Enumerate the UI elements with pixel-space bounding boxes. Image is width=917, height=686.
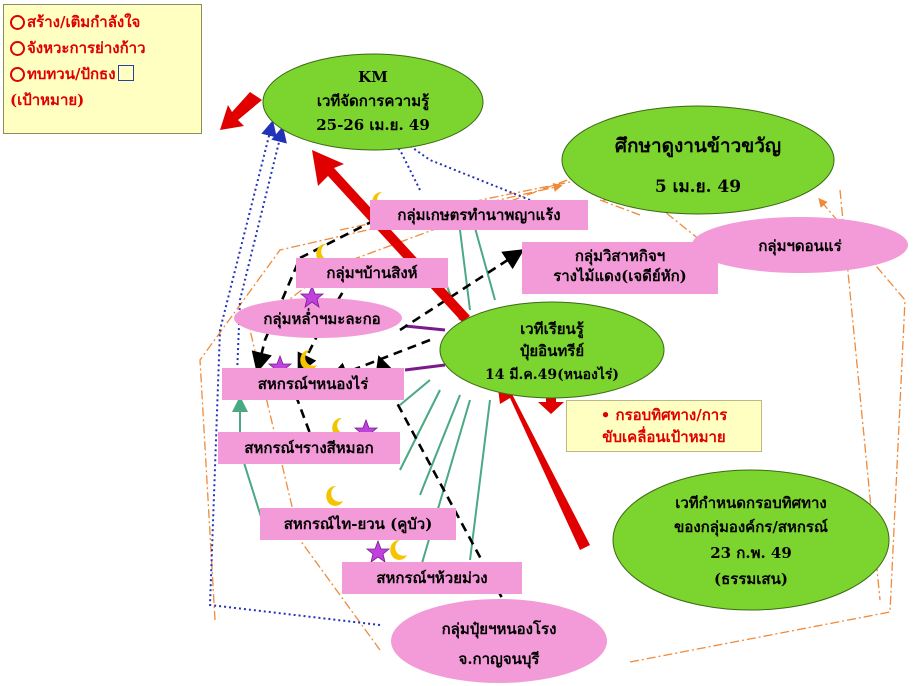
ellipse-nongrong-title: กลุ่มปุ๋ยฯหนองโรง	[442, 619, 557, 639]
ellipse-learning-title: เวทีเรียนรู้	[520, 320, 585, 339]
ellipse-km-date: 25-26 เม.ย. 49	[316, 116, 430, 134]
ellipse-study-date: 5 เม.ย. 49	[655, 177, 741, 197]
flag-icon	[117, 65, 134, 81]
legend-item-2: จังหวะการย่างก้าว	[10, 35, 195, 61]
legend-note: (เป้าหมาย)	[10, 91, 85, 109]
purple-lines	[404, 324, 446, 372]
box-kaset: กลุ่มเกษตรทำนาพญาแร้ง	[370, 200, 588, 230]
red-arrow-to-km	[312, 150, 470, 322]
ellipse-donrae: กลุ่มฯดอนแร่	[692, 217, 908, 273]
box-vitsahakit: กลุ่มวิสาหกิจฯ รางไม้แดง(เจดีย์หัก)	[522, 242, 718, 294]
green-lines	[232, 209, 496, 571]
ellipse-learning-date: 14 มี.ค.49(หนองไร่)	[485, 365, 619, 383]
moon-icon	[326, 485, 343, 506]
moon-icon	[390, 539, 407, 560]
smiley-icon	[10, 41, 25, 56]
box-vitsahakit-line1: กลุ่มวิสาหกิจฯ	[574, 247, 666, 265]
legend-box: สร้าง/เติมกำลังใจ จังหวะการย่างก้าว ทบทว…	[3, 4, 202, 134]
legend-item-label: จังหวะการย่างก้าว	[27, 39, 146, 57]
smiley-icon	[10, 15, 25, 30]
ellipse-direction-subtitle: ของกลุ่มองค์กร/สหกรณ์	[674, 518, 828, 537]
star-icon	[299, 284, 325, 308]
box-huaymuang: สหกรณ์ฯห้วยม่วง	[342, 562, 522, 594]
ellipse-learning: เวทีเรียนรู้ ปุ๋ยอินทรีย์ 14 มี.ค.49(หนอ…	[439, 301, 665, 399]
box-thaiyuan: สหกรณ์ไท-ยวน (คูบัว)	[260, 508, 456, 540]
ellipse-lahmakok: กลุ่มหล่ำฯมะละกอ	[234, 298, 402, 338]
ellipse-learning-subtitle: ปุ๋ยอินทรีย์	[520, 342, 584, 361]
ellipse-direction-date: 23 ก.พ. 49	[710, 544, 792, 562]
direction-note-text1: กรอบทิศทาง/การ	[615, 406, 728, 424]
moon-icon	[300, 349, 317, 370]
legend-item-3: ทบทวน/ปักธง	[10, 61, 195, 87]
star-icon	[365, 539, 391, 563]
ellipse-km: KM เวทีจัดการความรู้ 25-26 เม.ย. 49	[262, 53, 484, 151]
ellipse-km-title: KM	[358, 68, 388, 86]
red-arrow-from-direction	[496, 372, 590, 550]
red-arrow-to-legend	[220, 92, 262, 130]
ellipse-nongrong-province: จ.กาญจนบุรี	[459, 650, 541, 669]
ellipse-study: ศึกษาดูงานข้าวขวัญ 5 เม.ย. 49	[561, 105, 835, 215]
direction-note-line1: • กรอบทิศทาง/การ	[567, 404, 761, 426]
ellipse-direction-place: (ธรรมเสน)	[714, 570, 788, 588]
direction-note-line2: ขับเคลื่อนเป้าหมาย	[602, 428, 726, 446]
box-nongrai: สหกรณ์ฯหนองไร่	[222, 368, 404, 400]
box-rangsee: สหกรณ์ฯรางสีหมอก	[218, 432, 400, 464]
legend-item-label: สร้าง/เติมกำลังใจ	[27, 13, 141, 31]
legend-item-1: สร้าง/เติมกำลังใจ	[10, 9, 195, 35]
bullet-icon: •	[600, 406, 611, 424]
ellipse-direction: เวทีกำหนดกรอบทิศทาง ของกลุ่มองค์กร/สหกรณ…	[612, 469, 890, 611]
ellipse-direction-title: เวทีกำหนดกรอบทิศทาง	[675, 494, 827, 512]
ellipse-lahmakok-label: กลุ่มหล่ำฯมะละกอ	[263, 308, 380, 329]
legend-item-label: ทบทวน/ปักธง	[27, 65, 116, 83]
ellipse-km-subtitle: เวทีจัดการความรู้	[317, 92, 430, 111]
ellipse-nongrong: กลุ่มปุ๋ยฯหนองโรง จ.กาญจนบุรี	[391, 599, 607, 683]
ellipse-donrae-label: กลุ่มฯดอนแร่	[758, 237, 842, 256]
ellipse-study-title: ศึกษาดูงานข้าวขวัญ	[615, 135, 781, 158]
direction-note: • กรอบทิศทาง/การ ขับเคลื่อนเป้าหมาย	[566, 400, 762, 452]
smiley-icon	[10, 67, 25, 82]
box-vitsahakit-line2: รางไม้แดง(เจดีย์หัก)	[553, 267, 687, 285]
box-bansing: กลุ่มฯบ้านสิงห์	[296, 258, 448, 288]
